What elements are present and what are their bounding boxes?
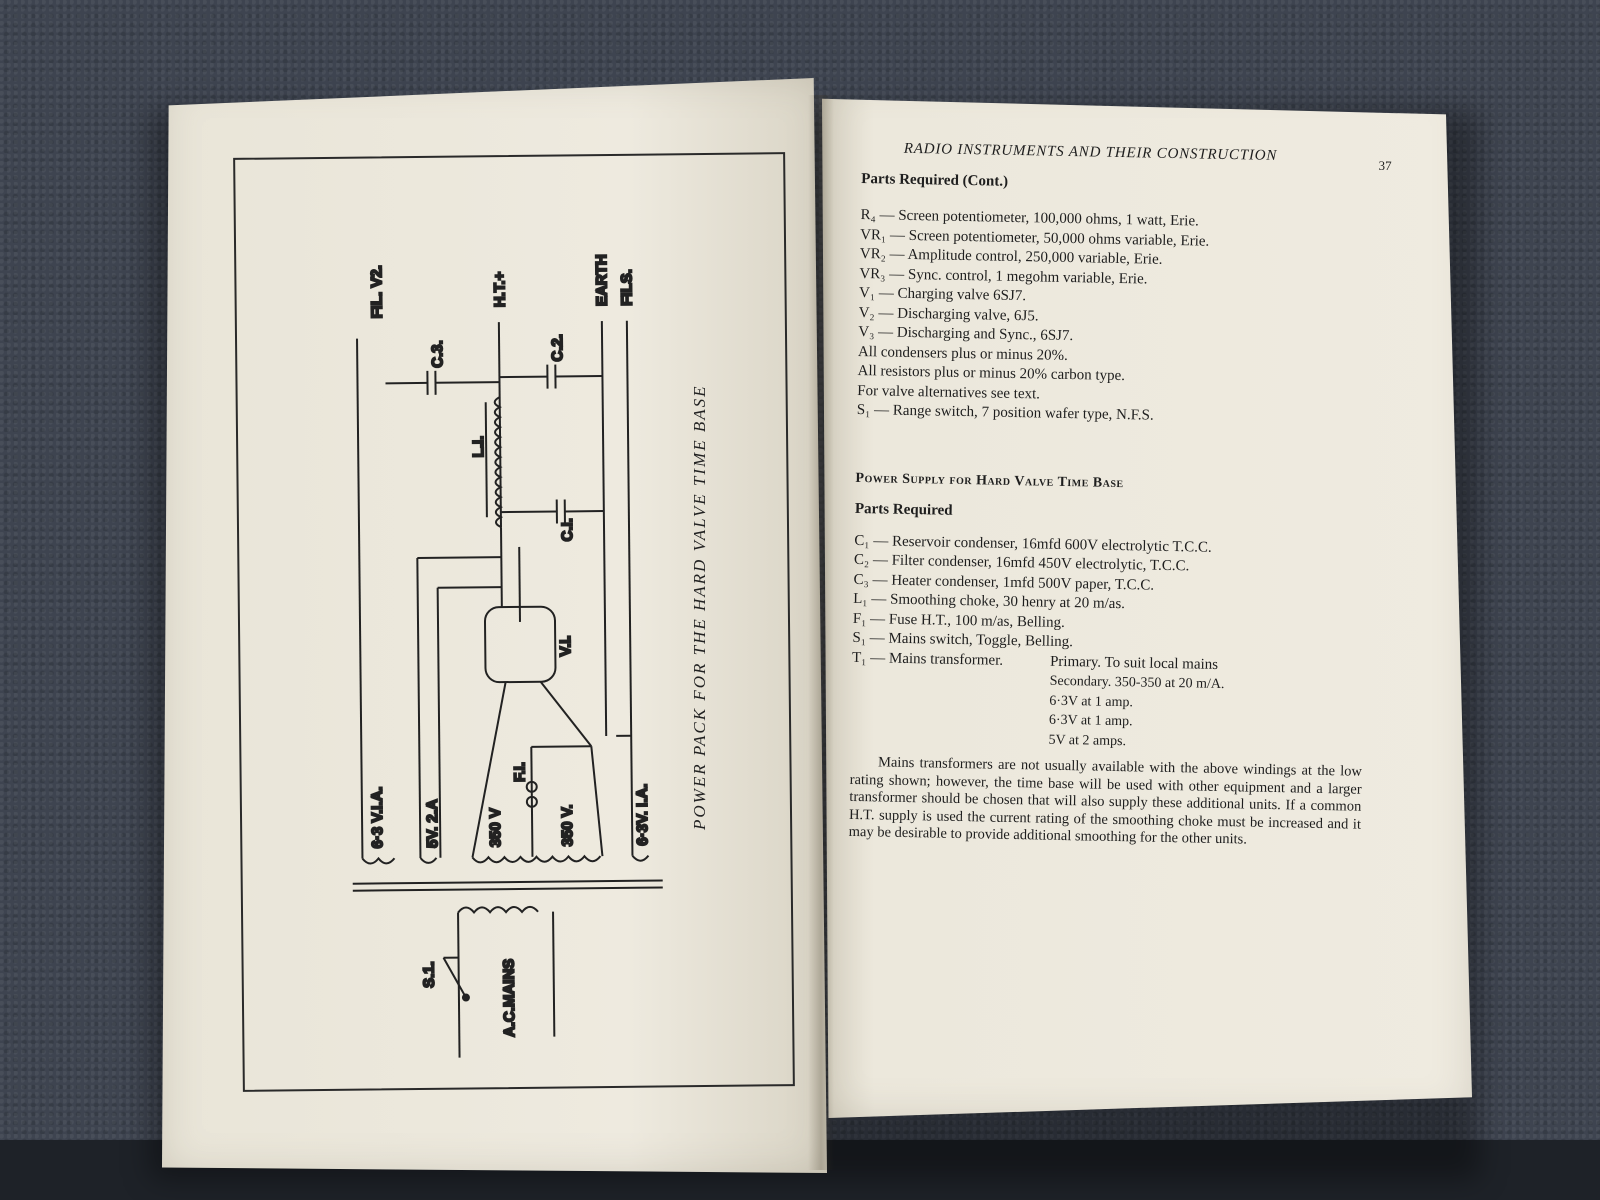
wire-heater-d [436, 587, 442, 858]
parts-list-2: C₁ — Reservoir condenser, 16mfd 600V ele… [850, 531, 1374, 755]
label-ac-mains: A.C.MAINS [501, 959, 519, 1038]
label-c2: C.2. [549, 334, 566, 362]
switch-contact [461, 993, 470, 1002]
wire-heater-b [416, 557, 422, 859]
label-5v-2a: 5V. 2.A [424, 799, 442, 848]
transformer-core-a [352, 879, 663, 885]
circuit-drawing: FIL. V2. C.3. H.T.+ C.2. EARTH FILS. L.I… [352, 253, 663, 1058]
choke-core [484, 402, 488, 518]
label-350v-a: 350 V [487, 808, 504, 847]
label-63v-1a-b: 6·3V. I.A. [634, 784, 652, 846]
fuse-f1-b [525, 795, 538, 808]
winding-63v-a [361, 856, 396, 865]
right-page [822, 98, 1472, 1118]
label-c3: C.3. [429, 340, 446, 368]
wire-v1-b [518, 546, 521, 622]
winding-63v-b [631, 854, 650, 862]
label-63v-1a: 6·3 V.I.A. [369, 786, 387, 848]
wire-heater-a [417, 556, 502, 560]
book-gutter [808, 95, 834, 1170]
label-earth: EARTH [593, 254, 611, 306]
label-350v-b: 350 V. [559, 804, 576, 846]
rail-earth [600, 321, 608, 737]
transformer-core-b [352, 886, 663, 892]
wire-anode-b [539, 681, 593, 747]
wire-centre-tap [531, 745, 592, 748]
transformer-label: T₁ — Mains transformer. [851, 649, 1004, 669]
section-title: Power Supply for Hard Valve Time Base [855, 470, 1124, 491]
wire-anode-a [471, 681, 507, 858]
wire-heater-c [437, 586, 502, 589]
rail-ht [497, 322, 503, 528]
winding-350v [471, 854, 602, 864]
label-s1: S.1. [421, 961, 438, 988]
rail-fil-v2 [356, 338, 364, 859]
wire-v1-a [500, 527, 503, 608]
page-number: 37 [1378, 157, 1392, 174]
label-c1: C.I. [559, 518, 576, 542]
primary-winding [457, 905, 539, 915]
parts-list: R₄ — Screen potentiometer, 100,000 ohms,… [857, 206, 1381, 430]
label-v1: V.I. [557, 635, 574, 656]
choke-l1 [493, 396, 504, 529]
label-ht-plus: H.T.+ [491, 271, 508, 307]
wire-c2-a [499, 375, 548, 379]
left-page [162, 78, 827, 1173]
wire-c1-a [500, 510, 557, 514]
wire-fuse [530, 746, 534, 857]
fuse-f1-a [525, 780, 538, 793]
wire-c3-b [435, 381, 500, 384]
label-l1: L.I. [470, 436, 487, 458]
parts-heading: Parts Required (Cont.) [861, 170, 1009, 190]
parts-heading-2: Parts Required [854, 500, 953, 519]
switch-s1 [442, 957, 467, 999]
right-page-text: RADIO INSTRUMENTS AND THEIR CONSTRUCTION… [848, 140, 1392, 851]
label-f1: F.I. [511, 762, 528, 782]
schematic-diagram: FIL. V2. C.3. H.T.+ C.2. EARTH FILS. L.I… [233, 152, 795, 1092]
wire-mains-b [552, 911, 556, 1037]
label-fil-v2: FIL. V2. [368, 265, 386, 319]
label-fils: FILS. [618, 269, 635, 306]
body-paragraph: Mains transformers are not usually avail… [848, 754, 1363, 848]
winding-5v [419, 857, 438, 864]
wire-anode-c [590, 746, 604, 857]
transformer-primary: Primary. To suit local mains [1049, 653, 1219, 673]
diagram-caption: POWER PACK FOR THE HARD VALVE TIME BASE [690, 384, 709, 831]
rail-fils [625, 320, 634, 856]
